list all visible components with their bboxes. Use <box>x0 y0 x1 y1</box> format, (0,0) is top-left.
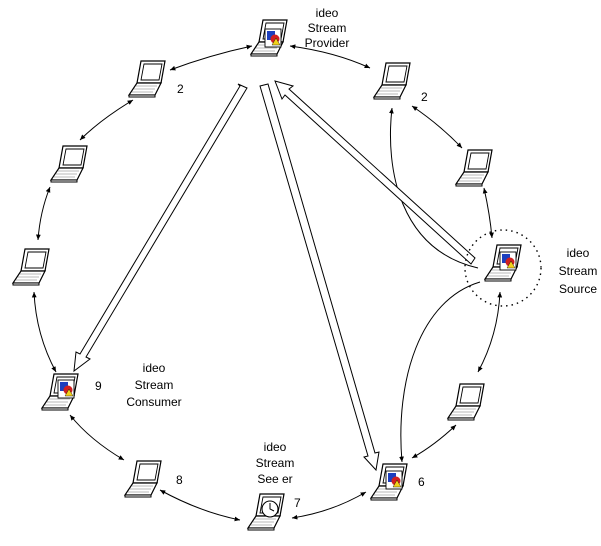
node-6-number: 6 <box>418 475 425 489</box>
link-source-right2 <box>477 291 503 373</box>
node-topleft: 2 <box>128 60 184 98</box>
node-top-label-3: Provider <box>305 36 350 50</box>
link-right1-source <box>482 187 494 239</box>
link-8-seeker <box>159 489 241 522</box>
node-right1 <box>455 149 493 187</box>
video-doc-icon <box>57 379 75 399</box>
video-doc-icon <box>499 251 517 271</box>
arrow-source-to-provider <box>274 80 476 265</box>
node-consumer-number: 9 <box>95 379 102 393</box>
link-top-topright <box>289 44 371 69</box>
node-source: ideo Stream Source <box>484 244 598 296</box>
curve-source-6 <box>399 281 481 463</box>
node-topright-number: 2 <box>421 90 428 104</box>
node-top: ideo Stream Provider <box>250 6 350 57</box>
node-right2 <box>447 383 485 421</box>
node-consumer-label-2: Stream <box>135 378 174 392</box>
ring-links <box>31 44 503 522</box>
node-source-label-1: ideo <box>567 246 590 260</box>
arrow-provider-to-consumer <box>73 83 248 373</box>
source-highlight-circle <box>464 229 542 307</box>
link-topleft-left1 <box>79 99 134 141</box>
node-consumer-label-3: Consumer <box>126 395 181 409</box>
node-seeker: 7 ideo Stream See er <box>247 440 301 531</box>
node-8-number: 8 <box>176 473 183 487</box>
node-consumer-label-1: ideo <box>143 361 166 375</box>
stream-arrows <box>73 80 476 472</box>
video-doc-icon <box>264 28 282 48</box>
node-topleft-number: 2 <box>177 82 184 96</box>
link-left1-left2 <box>35 186 51 241</box>
node-6: 6 <box>370 463 425 501</box>
link-top-topleft <box>169 44 253 71</box>
curve-source-topright <box>389 107 479 269</box>
node-topright: 2 <box>373 62 428 104</box>
node-top-label-1: ideo <box>316 6 339 20</box>
node-seeker-label-3: See er <box>257 472 292 486</box>
node-8: 8 <box>124 460 183 498</box>
search-curves <box>389 107 481 463</box>
link-consumer-8 <box>69 414 125 461</box>
node-source-label-3: Source <box>559 282 597 296</box>
arrow-provider-to-6 <box>259 83 380 472</box>
node-left1 <box>50 145 88 183</box>
node-left2 <box>12 248 50 286</box>
node-top-label-2: Stream <box>308 21 347 35</box>
link-seeker-6 <box>291 491 367 520</box>
clock-icon <box>261 500 279 518</box>
link-left2-consumer <box>31 291 57 373</box>
node-seeker-label-2: Stream <box>256 456 295 470</box>
link-topright-right1 <box>411 105 463 149</box>
node-source-label-2: Stream <box>559 264 598 278</box>
link-right2-6 <box>411 424 457 459</box>
node-seeker-label-1: ideo <box>264 440 287 454</box>
video-doc-icon <box>385 470 403 490</box>
node-seeker-number: 7 <box>294 496 301 510</box>
node-consumer: 9 ideo Stream Consumer <box>41 361 182 411</box>
